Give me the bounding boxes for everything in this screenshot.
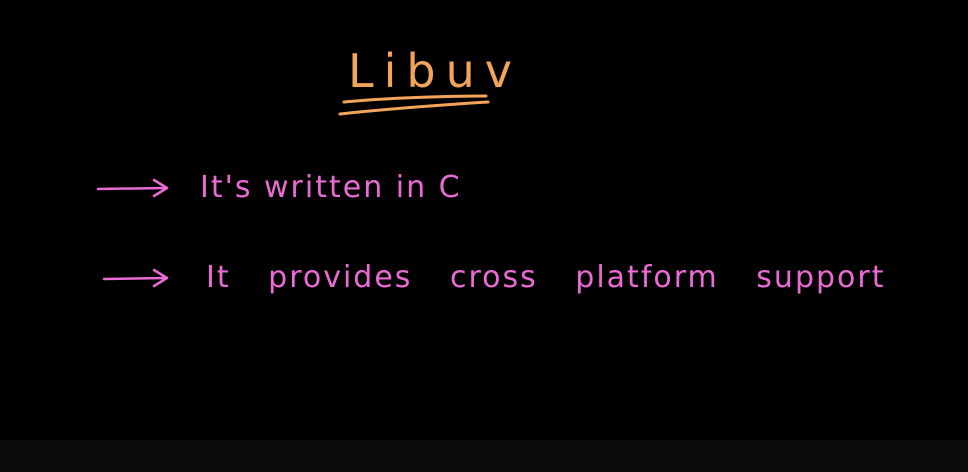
right-arrow-icon — [102, 268, 169, 287]
bullet-text-2: It provides cross platform support — [206, 260, 886, 295]
slide-title: Libuv — [348, 44, 522, 98]
title-underline — [338, 94, 490, 116]
bullet-text-1: It's written in C — [200, 170, 462, 205]
bullet-item-2: It provides cross platform support — [102, 260, 885, 295]
bottom-strip — [0, 440, 968, 472]
right-arrow-icon — [96, 178, 169, 197]
bullet-item-1: It's written in C — [96, 170, 462, 205]
